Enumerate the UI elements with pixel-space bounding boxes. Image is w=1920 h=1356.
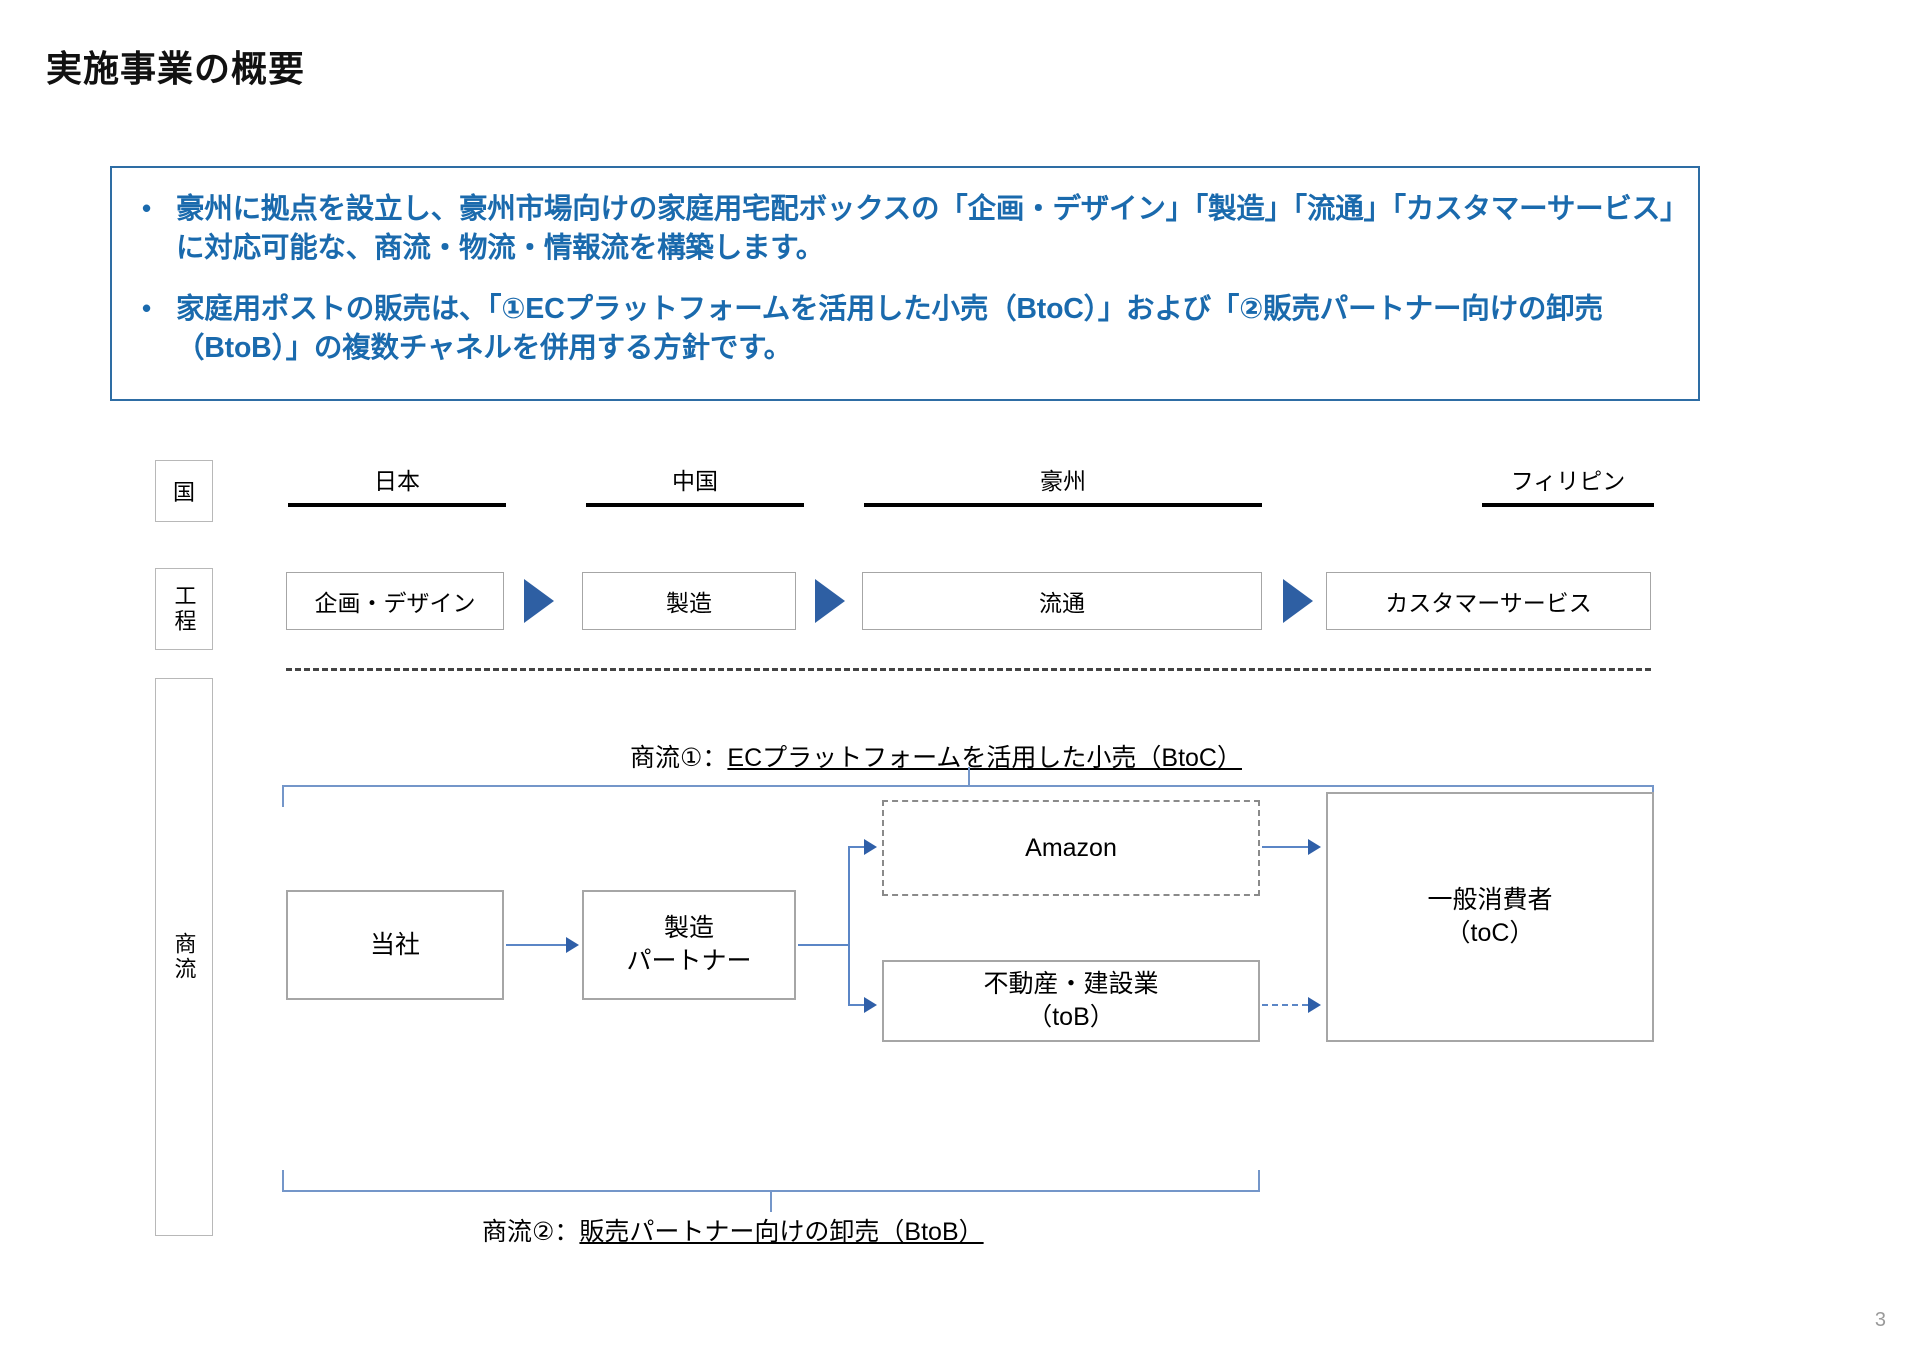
bullet-marker-icon: • (142, 193, 151, 223)
flow-label-partner-line1: 製造 (663, 914, 714, 942)
bracket-flow-2-tick (770, 1192, 772, 1212)
summary-bullet-2-text: 家庭用ポストの販売は、「①ECプラットフォームを活用した小売（BtoC）」および… (176, 293, 1603, 365)
connector-company-to-partner (506, 944, 566, 946)
row-label-country: 国 (155, 460, 213, 522)
country-underline-philippines (1482, 503, 1654, 507)
summary-box: • 豪州に拠点を設立し、豪州市場向けの家庭用宅配ボックスの「企画・デザイン」「製… (110, 166, 1700, 401)
country-header-japan: 日本 (288, 462, 506, 507)
flow-caption-1-prefix: 商流①： (630, 744, 728, 772)
row-label-country-text: 国 (172, 480, 195, 505)
process-label-customer-service: カスタマーサービス (1385, 590, 1592, 616)
country-label-china: 中国 (672, 468, 718, 494)
bracket-flow-2 (282, 1170, 1260, 1192)
flow-caption-2-title: 販売パートナー向けの卸売（BtoB） (579, 1218, 984, 1246)
process-box-customer-service: カスタマーサービス (1326, 572, 1651, 630)
page-title: 実施事業の概要 (46, 48, 306, 89)
flow-label-tob-line1: 不動産・建設業 (983, 970, 1159, 998)
row-label-process: 工程 (155, 568, 213, 650)
flow-label-consumer-line1: 一般消費者 (1427, 886, 1553, 914)
bracket-flow-1-tick (968, 767, 970, 787)
flow-caption-2-prefix: 商流②： (482, 1218, 580, 1246)
arrowhead-icon-to-amazon (864, 839, 877, 855)
country-label-philippines: フィリピン (1510, 468, 1626, 494)
flow-label-tob-line2: （toB） (1027, 1003, 1115, 1031)
country-header-philippines: フィリピン (1482, 462, 1654, 507)
flow-box-manufacturing-partner: 製造 パートナー (582, 890, 796, 1000)
process-label-planning-design: 企画・デザイン (314, 590, 476, 616)
flow-label-consumer-line2: （toC） (1445, 919, 1535, 947)
business-flow-diagram: 国 工程 商流 日本 中国 豪州 フィリピン 企画・デザイン 製造 流通 カスタ… (0, 440, 1920, 1300)
flow-label-amazon: Amazon (1025, 833, 1117, 862)
country-header-australia: 豪州 (864, 462, 1262, 507)
process-arrow-icon-2 (815, 579, 845, 623)
connector-to-amazon (848, 846, 866, 848)
flow-box-amazon: Amazon (882, 800, 1260, 896)
bullet-marker-icon: • (142, 293, 151, 323)
section-divider (286, 668, 1651, 671)
flow-caption-1-title: ECプラットフォームを活用した小売（BtoC） (727, 744, 1242, 772)
country-underline-australia (864, 503, 1262, 507)
summary-bullet-2: • 家庭用ポストの販売は、「①ECプラットフォームを活用した小売（BtoC）」お… (134, 290, 1679, 369)
arrowhead-icon-to-tob (864, 997, 877, 1013)
connector-partner-stub (798, 944, 850, 946)
country-underline-japan (288, 503, 506, 507)
connector-partner-split-vertical (848, 846, 850, 1006)
country-label-australia: 豪州 (1040, 468, 1086, 494)
arrowhead-icon-company-to-partner (566, 937, 579, 953)
summary-bullet-1: • 豪州に拠点を設立し、豪州市場向けの家庭用宅配ボックスの「企画・デザイン」「製… (134, 190, 1679, 269)
flow-caption-1: 商流①：ECプラットフォームを活用した小売（BtoC） (630, 738, 1242, 774)
flow-box-company: 当社 (286, 890, 504, 1000)
flow-label-company: 当社 (369, 930, 420, 959)
process-box-distribution: 流通 (862, 572, 1262, 630)
flow-box-real-estate-construction: 不動産・建設業 （toB） (882, 960, 1260, 1042)
process-arrow-icon-3 (1283, 579, 1313, 623)
process-box-planning-design: 企画・デザイン (286, 572, 504, 630)
country-label-japan: 日本 (374, 468, 420, 494)
connector-amazon-to-consumer (1262, 846, 1308, 848)
process-label-manufacturing: 製造 (666, 590, 712, 616)
row-label-flow-text: 商流 (171, 932, 197, 982)
country-underline-china (586, 503, 804, 507)
flow-label-partner-line2: パートナー (626, 947, 752, 975)
flow-box-consumer: 一般消費者 （toC） (1326, 792, 1654, 1042)
row-label-process-text: 工程 (171, 584, 197, 634)
row-label-flow: 商流 (155, 678, 213, 1236)
country-header-china: 中国 (586, 462, 804, 507)
connector-to-tob (848, 1004, 866, 1006)
arrowhead-icon-tob-to-consumer (1308, 997, 1321, 1013)
process-label-distribution: 流通 (1039, 590, 1085, 616)
page-number: 3 (1874, 1309, 1886, 1331)
connector-tob-to-consumer (1262, 1004, 1308, 1006)
process-arrow-icon-1 (524, 579, 554, 623)
process-box-manufacturing: 製造 (582, 572, 796, 630)
flow-caption-2: 商流②：販売パートナー向けの卸売（BtoB） (482, 1212, 984, 1248)
arrowhead-icon-amazon-to-consumer (1308, 839, 1321, 855)
summary-bullet-1-text: 豪州に拠点を設立し、豪州市場向けの家庭用宅配ボックスの「企画・デザイン」「製造」… (176, 193, 1675, 265)
